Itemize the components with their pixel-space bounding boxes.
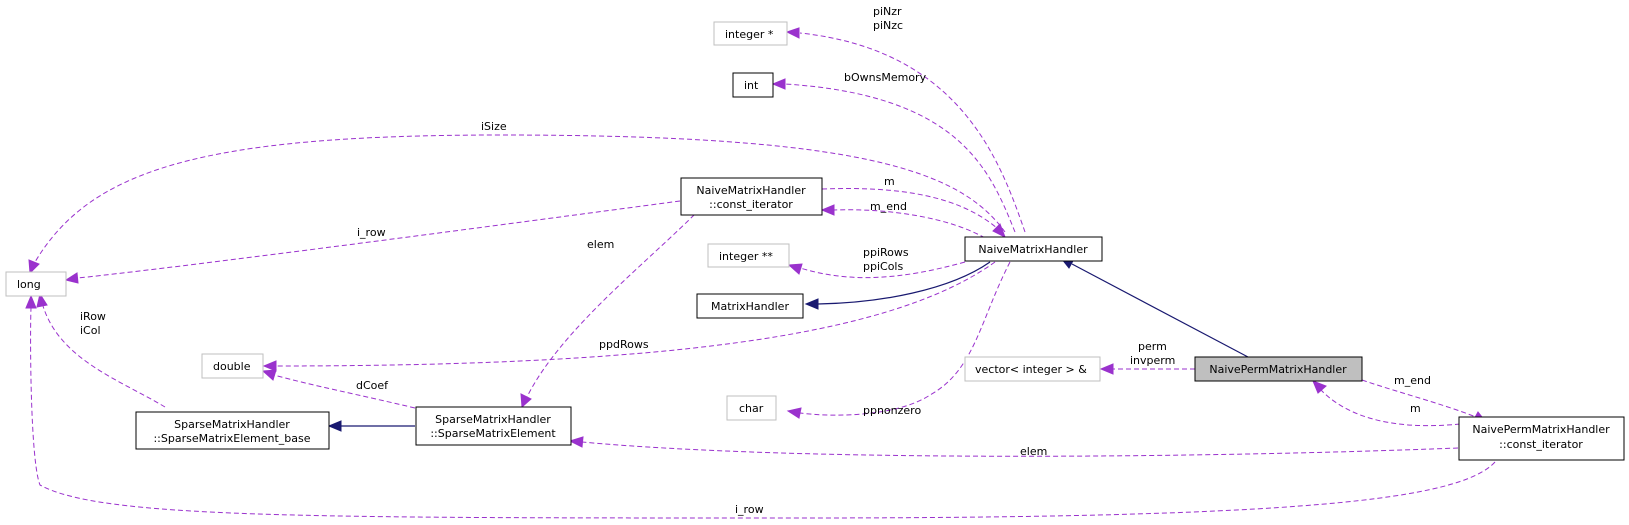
label-isize: iSize	[481, 120, 507, 133]
edge-inherit-matrix-handler	[817, 261, 991, 305]
node-sparse-matrix-element-base-line1: SparseMatrixHandler	[174, 418, 290, 431]
node-integer-ptrptr[interactable]: integer **	[707, 243, 790, 268]
node-char-label: char	[739, 402, 764, 415]
arrowhead-elem-bottom	[568, 436, 584, 448]
arrowhead-m-top	[992, 223, 1006, 239]
label-m-top: m	[884, 175, 895, 188]
label-pinzr: piNzr	[873, 5, 902, 18]
arrowhead-bownsmemory	[771, 78, 786, 90]
arrowhead-m-end-top	[820, 204, 835, 216]
node-naive-perm-matrix-handler-label: NaivePermMatrixHandler	[1209, 363, 1347, 376]
node-vector-label: vector< integer > &	[975, 363, 1087, 376]
node-sparse-matrix-element-line1: SparseMatrixHandler	[435, 413, 551, 426]
label-icol: iCol	[80, 324, 101, 337]
arrowhead-inherit-smh-base	[327, 420, 342, 432]
node-naive-matrix-handler-const-iterator-line1: NaiveMatrixHandler	[696, 184, 806, 197]
edge-m-right	[1320, 389, 1461, 427]
arrowhead-ppdrows	[262, 360, 277, 372]
label-ppirows: ppiRows	[863, 246, 909, 259]
node-matrix-handler[interactable]: MatrixHandler	[696, 293, 804, 319]
node-char[interactable]: char	[726, 395, 777, 421]
label-ppicols: ppiCols	[863, 260, 903, 273]
edge-pinz	[799, 32, 1026, 233]
edge-inherit-naive-mh	[1071, 263, 1249, 358]
label-m-end-right: m_end	[1394, 374, 1431, 387]
arrowhead-m-right	[1312, 380, 1327, 394]
edge-m-top	[821, 188, 999, 230]
label-irow: iRow	[80, 310, 106, 323]
node-int-label: int	[744, 79, 759, 92]
edge-i-row-bottom	[30, 307, 1496, 519]
edges-solid	[327, 257, 1249, 432]
node-naive-matrix-handler-const-iterator[interactable]: NaiveMatrixHandler ::const_iterator	[680, 177, 823, 216]
arrowhead-dcoef	[261, 369, 277, 381]
node-long-label: long	[17, 278, 41, 291]
node-long[interactable]: long	[5, 271, 67, 297]
node-integer-ptr[interactable]: integer *	[713, 21, 788, 46]
edge-dcoef	[273, 374, 416, 409]
label-bownsmemory: bOwnsMemory	[844, 71, 927, 84]
edge-bownsmemory	[784, 83, 1016, 233]
node-sparse-matrix-element[interactable]: SparseMatrixHandler ::SparseMatrixElemen…	[415, 406, 572, 446]
edge-labels: piNzr piNzc bOwnsMemory iSize m m_end i_…	[80, 5, 1431, 516]
node-naive-matrix-handler-label: NaiveMatrixHandler	[978, 243, 1088, 256]
label-m-right: m	[1410, 402, 1421, 415]
label-elem-bottom: elem	[1020, 445, 1047, 458]
node-naive-matrix-handler-const-iterator-line2: ::const_iterator	[709, 198, 793, 211]
node-int[interactable]: int	[732, 72, 774, 98]
arrowhead-pinz	[785, 27, 800, 39]
arrowhead-elem-left	[520, 393, 532, 409]
label-ppnonzero: ppnonzero	[863, 404, 921, 417]
label-pinzc: piNzc	[873, 19, 903, 32]
node-double[interactable]: double	[201, 353, 264, 379]
arrowhead-ppnonzero	[786, 407, 802, 419]
edge-ppnonzero	[799, 261, 1011, 416]
node-naive-perm-matrix-handler-const-iterator-line1: NaivePermMatrixHandler	[1472, 423, 1610, 436]
edge-isize	[34, 134, 1006, 263]
edge-i-row-top	[77, 200, 681, 279]
edge-m-end-right	[1361, 379, 1477, 418]
label-elem-left: elem	[587, 238, 614, 251]
node-matrix-handler-label: MatrixHandler	[711, 300, 789, 313]
node-sparse-matrix-element-base-line2: ::SparseMatrixElement_base	[153, 432, 310, 445]
label-i-row-bottom: i_row	[735, 503, 764, 516]
edge-m-end-top	[833, 209, 986, 239]
arrowhead-inherit-matrix-handler	[804, 298, 819, 310]
edge-irow	[42, 305, 166, 408]
edge-ppdrows	[275, 261, 996, 367]
node-naive-perm-matrix-handler-const-iterator-line2: ::const_iterator	[1499, 438, 1583, 451]
label-m-end-top: m_end	[870, 200, 907, 213]
node-vector[interactable]: vector< integer > &	[964, 356, 1101, 382]
node-sparse-matrix-element-line2: ::SparseMatrixElement	[430, 427, 556, 440]
node-naive-matrix-handler[interactable]: NaiveMatrixHandler	[964, 236, 1103, 262]
edges-dashed	[25, 27, 1496, 519]
label-dcoef: dCoef	[356, 379, 389, 392]
node-sparse-matrix-element-base[interactable]: SparseMatrixHandler ::SparseMatrixElemen…	[135, 411, 330, 450]
label-invperm: invperm	[1130, 354, 1175, 367]
arrowhead-isize	[28, 259, 40, 275]
arrowhead-ppirows	[787, 263, 803, 275]
arrowhead-perm	[1099, 363, 1114, 375]
label-perm: perm	[1138, 340, 1167, 353]
arrowhead-i-row-bottom	[25, 294, 37, 309]
node-naive-perm-matrix-handler[interactable]: NaivePermMatrixHandler	[1194, 356, 1363, 382]
edge-elem-left	[526, 208, 701, 398]
node-integer-ptr-label: integer *	[725, 28, 774, 41]
node-naive-perm-matrix-handler-const-iterator[interactable]: NaivePermMatrixHandler ::const_iterator	[1458, 416, 1625, 461]
arrowhead-i-row-top	[64, 272, 79, 284]
node-double-label: double	[213, 360, 251, 373]
node-integer-ptrptr-label: integer **	[719, 250, 773, 263]
label-i-row-top: i_row	[357, 226, 386, 239]
edge-ppirows	[799, 261, 966, 279]
label-ppdrows: ppdRows	[599, 338, 649, 351]
arrowhead-irow	[36, 292, 48, 308]
edge-elem-bottom	[581, 441, 1459, 457]
